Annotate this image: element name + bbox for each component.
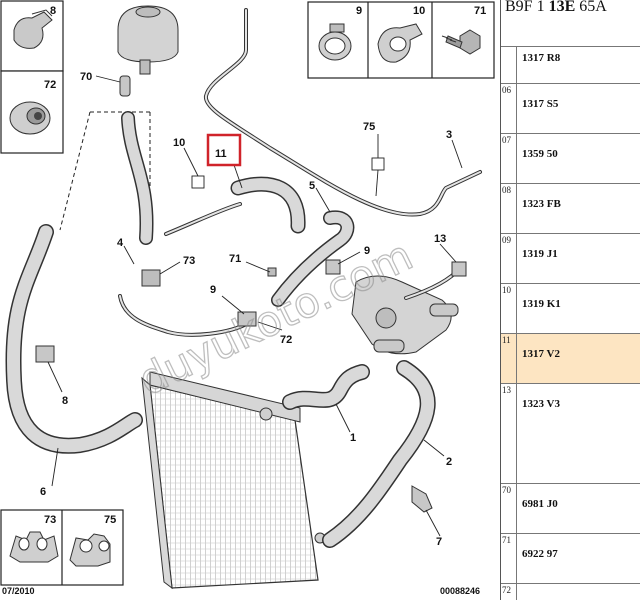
inset-clips-73-75: 73 75: [0, 509, 124, 586]
row-number: 10: [501, 284, 517, 333]
part-code: 1323 FB: [522, 198, 561, 210]
spring-clamp-icon: [377, 23, 423, 63]
row-number: 11: [501, 334, 517, 383]
callout-11: 11: [215, 148, 227, 160]
table-row[interactable]: 06 1317 S5: [501, 84, 640, 134]
hoses: [5, 111, 436, 548]
highlight-box-11: [206, 133, 242, 167]
row-number: 07: [501, 134, 517, 183]
row-number: 06: [501, 84, 517, 133]
part-code: 1319 K1: [522, 298, 561, 310]
part-code: 6981 J0: [522, 498, 558, 510]
row-number: 09: [501, 234, 517, 283]
footer-date: 07/2010: [2, 586, 35, 596]
table-row[interactable]: 07 1359 50: [501, 134, 640, 184]
table-row[interactable]: 72: [501, 584, 640, 600]
callout-75: 75: [363, 121, 375, 133]
row-number: 13: [501, 384, 517, 483]
callout-9b: 9: [210, 284, 216, 296]
inset-label-8: 8: [50, 5, 56, 17]
inset-label-75: 75: [104, 514, 116, 526]
table-row[interactable]: 71 6922 97: [501, 534, 640, 584]
inset-label-10: 10: [413, 5, 425, 17]
row-number: 70: [501, 484, 517, 533]
callout-4: 4: [117, 237, 124, 249]
callout-6: 6: [40, 486, 46, 498]
pipe-clip-icon: [9, 531, 59, 563]
table-row-selected[interactable]: 11 1317 V2: [501, 334, 640, 384]
callout-73: 73: [183, 255, 195, 267]
inset-grommet-72: 72: [0, 70, 64, 154]
table-row[interactable]: 08 1323 FB: [501, 184, 640, 234]
header-bold: 13E: [548, 0, 576, 15]
row-number: 72: [501, 584, 517, 600]
double-clip-icon: [69, 533, 111, 567]
inset-label-72: 72: [44, 79, 56, 91]
callout-5: 5: [309, 180, 315, 192]
row-number: 08: [501, 184, 517, 233]
header-suffix: 65A: [579, 0, 607, 15]
inset-clip-8: 8: [0, 0, 64, 72]
callout-7: 7: [436, 536, 442, 548]
inset-label-73: 73: [44, 514, 56, 526]
part-code: 1319 J1: [522, 248, 558, 260]
part-code: 1323 V3: [522, 398, 560, 410]
table-row[interactable]: 70 6981 J0: [501, 484, 640, 534]
inset-clamps-9-10-71: 9 10 71: [307, 1, 495, 79]
callout-10: 10: [173, 137, 185, 149]
footer-reference: 00088246: [440, 586, 480, 596]
callout-8: 8: [62, 395, 68, 407]
pipes: [118, 8, 482, 337]
header-prefix: B9F 1: [505, 0, 545, 15]
part-code: 1317 V2: [522, 348, 560, 360]
callout-1: 1: [350, 432, 356, 444]
inset-label-9: 9: [356, 5, 362, 17]
hose-clamp-icon: [318, 23, 352, 61]
table-row[interactable]: 1317 R8: [501, 46, 640, 84]
callout-13: 13: [434, 233, 446, 245]
table-header: B9F 1 13E 65A: [501, 0, 640, 47]
expansion-tank: [117, 5, 179, 97]
table-header-text: B9F 1 13E 65A: [505, 0, 607, 16]
row-number: 71: [501, 534, 517, 583]
radiator: [141, 371, 326, 590]
table-row[interactable]: 10 1319 K1: [501, 284, 640, 334]
parts-diagram: 8 72 9 10 71: [0, 0, 495, 596]
thermostat-housing: [351, 275, 459, 355]
callout-70: 70: [80, 71, 92, 83]
inset-label-71: 71: [474, 5, 486, 17]
callout-71: 71: [229, 253, 241, 265]
leader-lines: [47, 75, 463, 537]
part-code: 6922 97: [522, 548, 558, 560]
parts-table: B9F 1 13E 65A 1317 R8 06 1317 S5 07 1359 5…: [500, 0, 640, 600]
bolt-icon: [441, 29, 481, 55]
callout-2: 2: [446, 456, 452, 468]
part-code: 1317 S5: [522, 98, 559, 110]
small-parts: [35, 259, 467, 513]
callout-9a: 9: [364, 245, 370, 257]
table-row[interactable]: 09 1319 J1: [501, 234, 640, 284]
callouts: 70 10 11 75 3 5 13 9 4 73 71 9 72 8 1 2 …: [40, 71, 452, 548]
part-code: 1359 50: [522, 148, 558, 160]
callout-3: 3: [446, 129, 452, 141]
callout-72: 72: [280, 334, 292, 346]
row-number: [501, 46, 517, 83]
part-code: 1317 R8: [522, 52, 561, 64]
table-row[interactable]: 13 1323 V3: [501, 384, 640, 484]
